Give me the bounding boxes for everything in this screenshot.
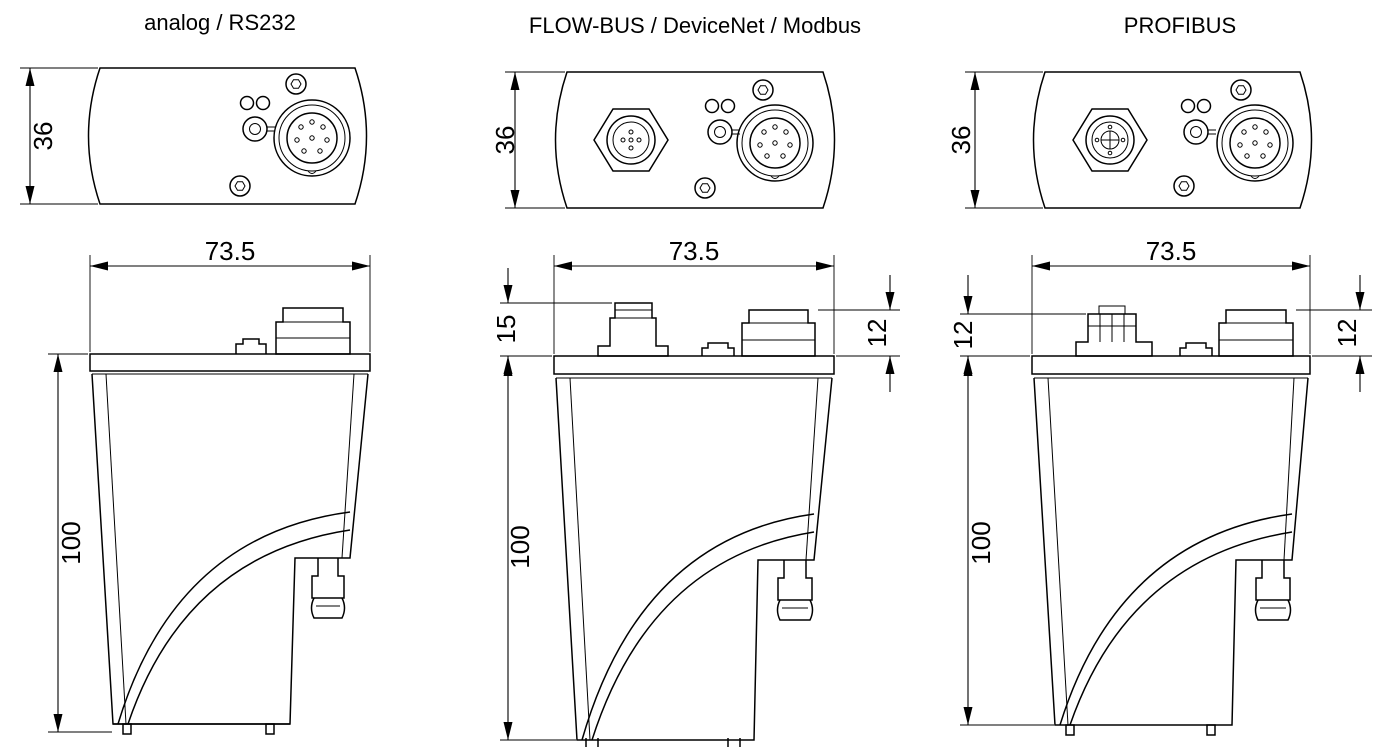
top-view: 36 — [20, 67, 368, 205]
top-view: 36 — [490, 71, 836, 209]
view-title: analog / RS232 — [144, 10, 296, 35]
dim-right-connector: 12 — [1332, 319, 1362, 348]
dim-left-connector: 12 — [948, 321, 978, 350]
dim-width: 73.5 — [205, 236, 256, 266]
view-profibus: PROFIBUS — [946, 13, 1372, 736]
view-title: PROFIBUS — [1124, 13, 1236, 38]
dim-top-height: 36 — [490, 126, 520, 155]
view-analog-rs232: analog / RS232 36 73.5 — [20, 10, 371, 735]
dim-top-height: 36 — [946, 126, 976, 155]
side-view: 73.5 — [48, 236, 371, 735]
dim-body-height: 100 — [966, 521, 996, 564]
view-title: FLOW-BUS / DeviceNet / Modbus — [529, 13, 861, 38]
dim-body-height: 100 — [56, 521, 86, 564]
side-view: 73.5 — [491, 236, 900, 747]
view-flowbus-devicenet-modbus: FLOW-BUS / DeviceNet / Modbus 36 73 — [490, 13, 900, 747]
dim-left-connector: 15 — [491, 315, 521, 344]
dim-width: 73.5 — [1146, 236, 1197, 266]
side-view: 73.5 — [948, 236, 1372, 736]
top-view: 36 — [946, 71, 1313, 209]
dim-width: 73.5 — [669, 236, 720, 266]
dim-right-connector: 12 — [862, 319, 892, 348]
dim-body-height: 100 — [505, 525, 535, 568]
dim-top-height: 36 — [28, 122, 58, 151]
